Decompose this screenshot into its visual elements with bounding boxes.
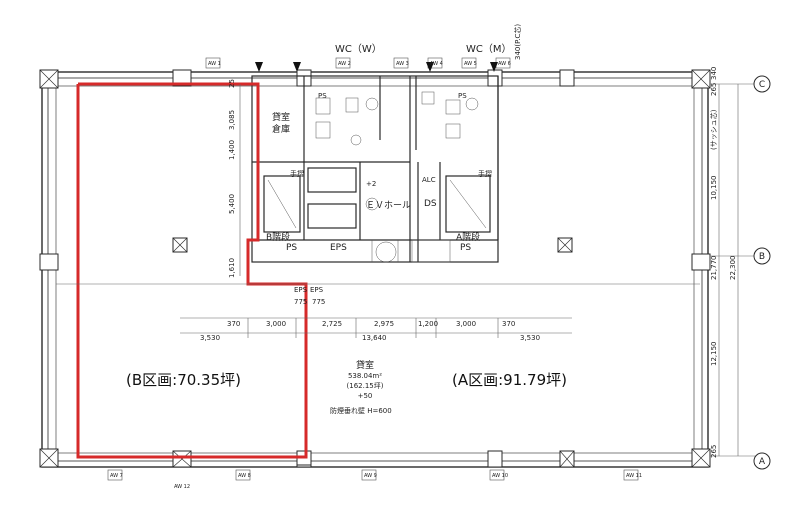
handrail-label-1: 手摺 [290, 169, 304, 178]
dim-bottom-side-left: 3,530 [200, 334, 220, 342]
dim-small-2: 775 [312, 298, 325, 306]
axis-tag-5: AW 5 [464, 61, 477, 67]
dim-bottom-6: 3,000 [456, 320, 476, 328]
wc-women-label: WC（W） [335, 43, 382, 55]
axis-tag-10: AW 10 [492, 473, 508, 479]
axis-tag-1: AW 1 [208, 61, 221, 67]
zone-a-label: (A区画:91.79坪) [452, 371, 567, 389]
axis-tag-6: AW 6 [498, 61, 511, 67]
dim-left-5: 25 [228, 79, 236, 88]
eps-small-label-1: EPS [294, 286, 308, 294]
dim-right-7: 12,150 [710, 342, 718, 367]
axis-tag-8: AW 8 [238, 473, 251, 479]
dimension-lines [56, 83, 760, 457]
dim-right-2: 265 [710, 83, 718, 96]
dim-bottom-3: 2,725 [322, 320, 342, 328]
axis-tags-top [107, 57, 639, 481]
rental-area-m2: 538.04m² [348, 372, 382, 380]
dim-bottom-5: 1,200 [418, 320, 438, 328]
storage-label-1: 貸室 [272, 111, 290, 123]
dim-right-3: (サッシュ芯) [709, 109, 718, 150]
eps-small-label-2: EPS [310, 286, 324, 294]
ds-label: DS [424, 199, 437, 209]
eps-label: EPS [330, 243, 347, 253]
axis-tag-3: AW 3 [396, 61, 409, 67]
dim-small-1: 775 [294, 298, 307, 306]
grid-bubbles [753, 75, 771, 470]
core-walls [251, 75, 499, 263]
dim-bottom-total: 13,640 [362, 334, 387, 342]
smoke-wall-label: 防煙垂れ壁 H=600 [330, 406, 392, 415]
axis-tag-9: AW 9 [364, 473, 377, 479]
dim-bottom-4: 2,975 [374, 320, 394, 328]
grid-bubble-c [753, 75, 771, 93]
core-detail-lines [267, 91, 487, 263]
dim-bottom-side-right: 3,530 [520, 334, 540, 342]
axis-tag-2: AW 2 [338, 61, 351, 67]
dim-bottom-1: 370 [227, 320, 240, 328]
axis-tag-12: AW 12 [174, 484, 190, 490]
axis-tag-11: AW 11 [626, 473, 642, 479]
ps-right-label: PS [460, 243, 471, 253]
axis-tag-4: AW 4 [430, 61, 443, 67]
rental-marker: +50 [358, 392, 373, 400]
wc-men-label: WC（M） [466, 43, 512, 55]
dim-right-8: 265 [710, 445, 718, 458]
axis-tag-7: AW 7 [110, 473, 123, 479]
grid-label-b: B [759, 252, 765, 262]
dim-left-1: 3,085 [228, 110, 236, 130]
dim-right-1: 340 [710, 67, 718, 80]
storage-label-2: 倉庫 [272, 123, 290, 135]
dim-bottom-7: 370 [502, 320, 515, 328]
dim-top-note: 340(P.C芯) [513, 24, 522, 60]
grid-label-a: A [759, 457, 766, 467]
grid-label-c: C [759, 80, 765, 90]
column-diagonals [39, 69, 711, 468]
stair-a-label: A階段 [456, 231, 480, 243]
dim-right-4: 10,150 [710, 176, 718, 201]
dim-right-6: 22,300 [729, 256, 737, 281]
arrow-markers [255, 62, 498, 72]
dim-left-2: 1,400 [228, 140, 236, 160]
handrail-label-2: 手摺 [478, 169, 492, 178]
rental-area-tsubo: (162.15坪) [347, 382, 384, 390]
grid-bubble-b [753, 247, 771, 265]
alc-label: ALC [422, 176, 436, 184]
dim-right-5: 21,770 [710, 256, 718, 281]
dim-left-3: 5,400 [228, 194, 236, 214]
rental-title: 貸室 [356, 359, 374, 371]
ev-hall-label: ＥＶホール [366, 200, 411, 211]
dim-bottom-2: 3,000 [266, 320, 286, 328]
dim-left-4: 1,610 [228, 258, 236, 278]
grid-bubble-a [753, 452, 771, 470]
zone-b-outline [76, 82, 308, 459]
ps-wc-left-label: PS [318, 92, 327, 100]
stair-b-label: B階段 [266, 231, 290, 243]
zone-b-label: (B区画:70.35坪) [126, 371, 241, 389]
ceiling-note-label: +2 [366, 180, 376, 188]
ps-wc-right-label: PS [458, 92, 467, 100]
ps-left-label: PS [286, 243, 297, 253]
